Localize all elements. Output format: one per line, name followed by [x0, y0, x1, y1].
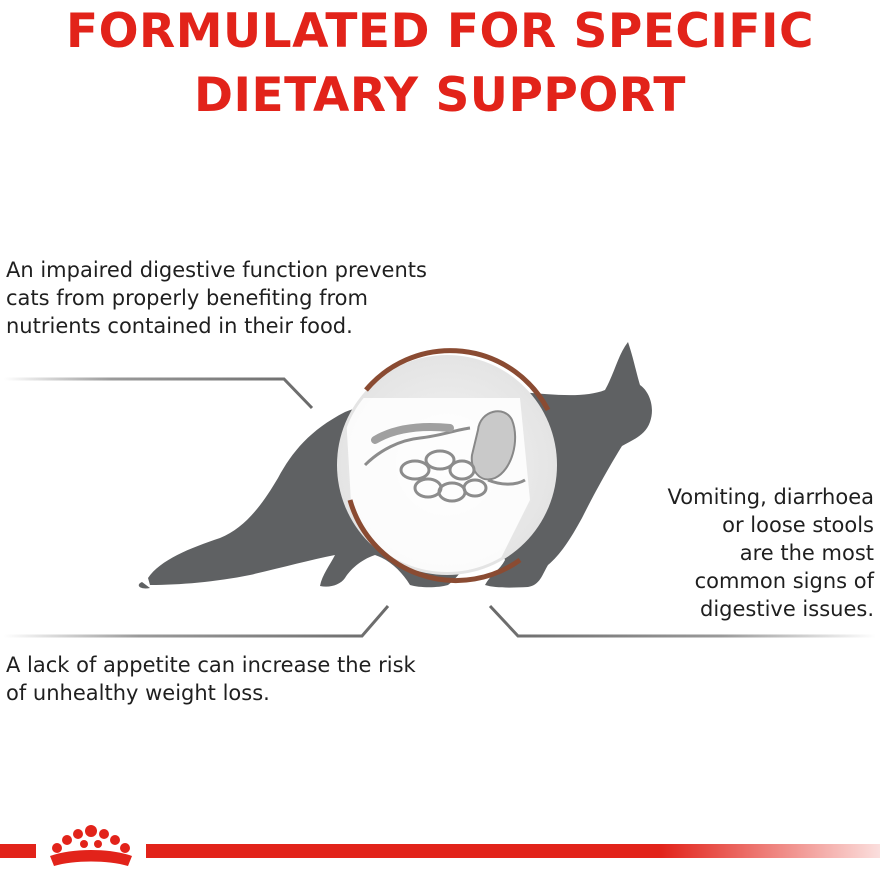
callout-line-top-left — [4, 377, 314, 410]
title-line-1: FORMULATED FOR SPECIFIC — [66, 4, 814, 59]
callout-line: common signs of — [694, 569, 874, 593]
callout-line-right — [488, 604, 876, 638]
title-line-2: DIETARY SUPPORT — [194, 68, 686, 123]
royal-crown-logo-icon — [50, 825, 132, 866]
callout-line: cats from properly benefiting from — [6, 286, 368, 310]
stomach-icon — [470, 410, 517, 481]
callout-line: nutrients contained in their food. — [6, 314, 353, 338]
callout-line: digestive issues. — [699, 597, 874, 621]
callout-text-right: Vomiting, diarrhoea or loose stools are … — [668, 483, 874, 623]
callout-text-bottom-left: A lack of appetite can increase the risk… — [6, 651, 416, 707]
intestines-icon — [363, 426, 526, 503]
brand-bar-left — [0, 844, 36, 858]
callout-text-top-left: An impaired digestive function prevents … — [6, 256, 427, 340]
callout-line: of unhealthy weight loss. — [6, 681, 270, 705]
callout-line-bottom-left — [4, 605, 390, 638]
callout-line: An impaired digestive function prevents — [6, 258, 427, 282]
callout-line: A lack of appetite can increase the risk — [6, 653, 416, 677]
callout-line: are the most — [739, 541, 874, 565]
digestive-lens — [337, 348, 557, 584]
callout-line: Vomiting, diarrhoea — [667, 485, 874, 509]
page-title: FORMULATED FOR SPECIFIC DIETARY SUPPORT — [0, 0, 880, 128]
callout-line: or loose stools — [722, 513, 874, 537]
brand-bar — [146, 844, 880, 858]
